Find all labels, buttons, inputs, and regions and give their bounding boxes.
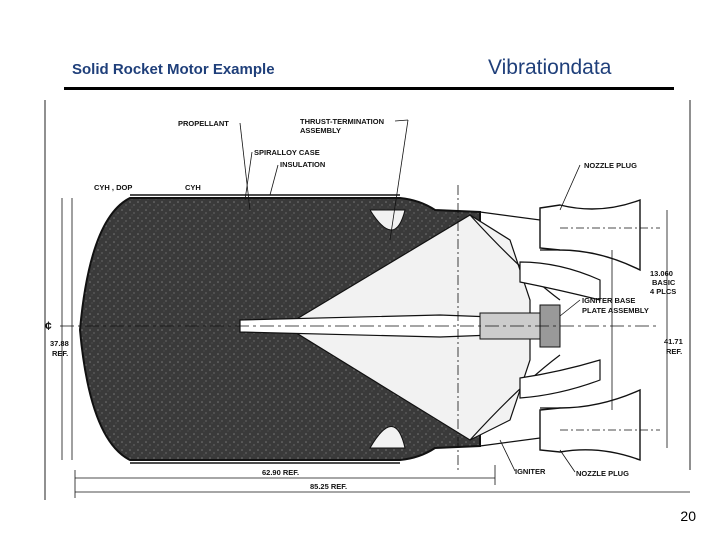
label-propellant: PROPELLANT — [178, 119, 229, 128]
label-nozzle-plug-bottom: NOZZLE PLUG — [576, 469, 629, 478]
nozzle-bottom — [539, 388, 660, 462]
thrust-termination-cavity-top — [369, 209, 406, 231]
title-divider — [64, 87, 674, 90]
label-nozzle-plug-top: NOZZLE PLUG — [584, 161, 637, 170]
label-basic-dim: 13.060 — [650, 269, 673, 278]
dimension-lines — [61, 198, 690, 498]
leader-lines — [239, 119, 581, 473]
label-basic: BASIC — [652, 278, 676, 287]
thrust-termination-cavity-bottom — [369, 426, 406, 449]
label-basic-plcs: 4 PLCS — [650, 287, 676, 296]
label-cyh-dop: CYH , DOP — [94, 183, 132, 192]
nozzle-mid-top — [519, 261, 601, 301]
label-thrust-termination: THRUST-TERMINATION — [300, 117, 384, 126]
label-ref-8525: 85.25 REF. — [310, 482, 347, 491]
label-igniter: IGNITER — [515, 467, 546, 476]
label-ref-3788-ref: REF. — [52, 349, 68, 358]
label-igniter-base-line2: PLATE ASSEMBLY — [582, 306, 649, 315]
nozzle-top — [539, 198, 660, 272]
centerline-symbol: ¢ — [45, 319, 52, 333]
diagram-labels: PROPELLANT THRUST-TERMINATION ASSEMBLY S… — [45, 117, 683, 491]
page-number: 20 — [680, 508, 696, 524]
label-igniter-base: IGNITER BASE — [582, 296, 635, 305]
label-ref-4171-ref: REF. — [666, 347, 682, 356]
brand-title: Vibrationdata — [488, 56, 612, 79]
label-ref-6290: 62.90 REF. — [262, 468, 299, 477]
label-thrust-termination-line2: ASSEMBLY — [300, 126, 341, 135]
slide-title: Solid Rocket Motor Example — [72, 61, 275, 78]
drawing-frame — [44, 100, 691, 500]
label-insulation: INSULATION — [280, 160, 325, 169]
label-ref-4171: 41.71 — [664, 337, 683, 346]
nozzle-mid-bottom — [519, 359, 601, 399]
label-ref-3788: 37.88 — [50, 339, 69, 348]
label-cyh: CYH — [185, 183, 201, 192]
label-spiralloy-case: SPIRALLOY CASE — [254, 148, 320, 157]
